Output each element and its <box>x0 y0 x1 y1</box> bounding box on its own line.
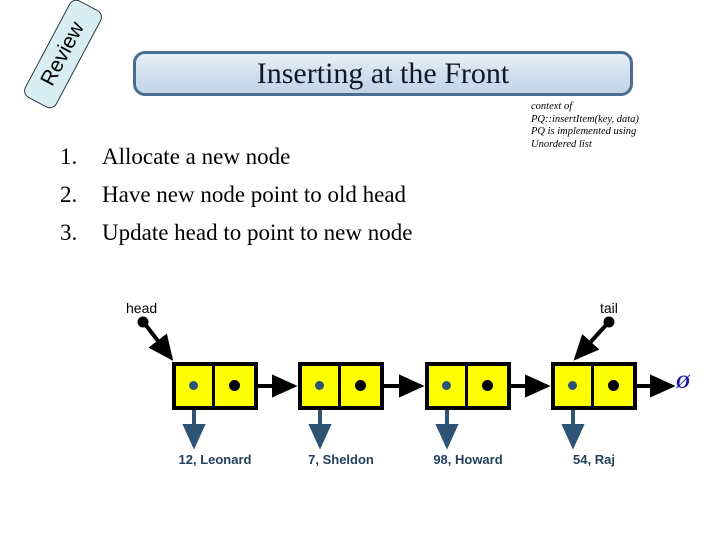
steps-list: 1. Allocate a new node 2. Have new node … <box>60 138 530 252</box>
head-pointer-label: head <box>126 300 158 316</box>
node-data-label: 98, Howard <box>433 452 503 467</box>
next-pointer-dot <box>354 380 366 391</box>
list-node <box>172 362 258 410</box>
list-node <box>551 362 637 410</box>
list-node <box>425 362 511 410</box>
data-pointer-dot <box>315 381 324 390</box>
step-number: 1. <box>60 144 78 169</box>
step-text: Update head to point to new node <box>102 220 413 245</box>
node-next-cell <box>468 366 507 406</box>
context-note-line-3: PQ is implemented using <box>531 126 637 137</box>
list-item: 2. Have new node point to old head <box>60 176 530 214</box>
context-note-line-1: context of <box>531 101 573 112</box>
data-pointer-dot <box>568 381 577 390</box>
step-number: 3. <box>60 220 78 245</box>
head-pointer-arrow <box>137 316 174 361</box>
node-data-cell <box>555 366 594 406</box>
context-note-line-2: PQ::insertItem(key, data) <box>531 113 639 125</box>
node-data-label: 7, Sheldon <box>308 452 374 467</box>
node-data-cell <box>429 366 468 406</box>
data-pointer-dot <box>189 381 198 390</box>
step-text: Allocate a new node <box>102 144 291 169</box>
list-node <box>298 362 384 410</box>
context-note-line-4: Unordered list <box>531 138 592 150</box>
data-pointer-dot <box>442 381 451 390</box>
page-title: Inserting at the Front <box>256 56 510 90</box>
next-pointer-dot <box>481 380 493 391</box>
node-next-cell <box>594 366 633 406</box>
node-data-cell <box>302 366 341 406</box>
node-data-label: 12, Leonard <box>178 452 252 467</box>
tail-pointer-label: tail <box>600 300 618 316</box>
step-text: Have new node point to old head <box>102 182 407 207</box>
context-note: context of PQ::insertItem(key, data) PQ … <box>531 101 716 151</box>
node-data-cell <box>176 366 215 406</box>
list-item: 1. Allocate a new node <box>60 138 530 176</box>
next-pointer-dot <box>607 380 619 391</box>
node-next-cell <box>341 366 380 406</box>
next-pointer-dot <box>228 380 240 391</box>
list-item: 3. Update head to point to new node <box>60 214 530 252</box>
tail-pointer-arrow <box>573 316 615 361</box>
node-next-cell <box>215 366 254 406</box>
slide-title-box: Inserting at the Front <box>133 51 633 96</box>
node-data-label: 54, Raj <box>573 452 615 467</box>
step-number: 2. <box>60 182 78 207</box>
null-symbol-icon: Ø <box>676 372 690 393</box>
